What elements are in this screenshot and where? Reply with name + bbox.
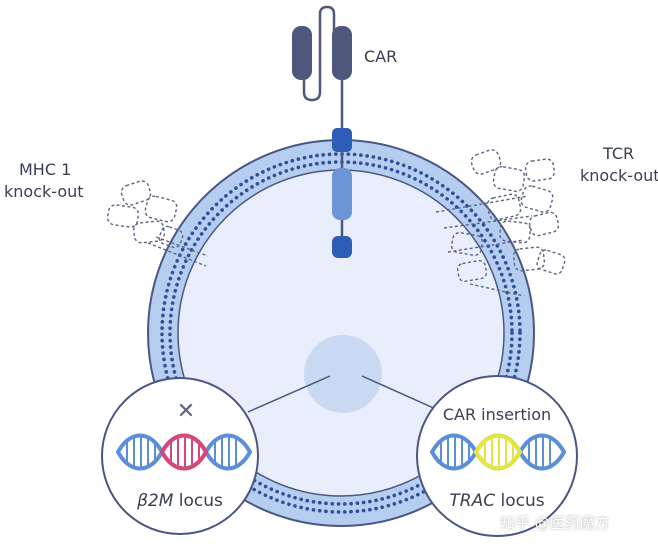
connector-trac xyxy=(361,375,439,411)
mhc-label-line1: MHC 1 xyxy=(19,160,72,179)
watermark: 知乎 @医药魔方 xyxy=(500,514,610,532)
car-transmembrane xyxy=(332,128,352,152)
b2m-locus-label: β2M locus xyxy=(136,491,223,511)
car-scfv-left xyxy=(292,26,312,80)
car-linker xyxy=(302,5,344,132)
trac-locus-callout: CAR insertion TRAC locus xyxy=(416,375,578,537)
dna-helix-icon xyxy=(116,433,252,471)
connector-b2m xyxy=(247,375,331,413)
mhc-label-line2: knock-out xyxy=(4,182,84,201)
car-receptor xyxy=(292,5,352,258)
tcr-label-line1: TCR xyxy=(603,144,635,163)
car-insertion-label: CAR insertion xyxy=(443,405,551,424)
trac-locus-label: TRAC locus xyxy=(449,491,544,511)
dna-helix-icon xyxy=(430,433,566,471)
tcr-label-line2: knock-out xyxy=(580,166,658,185)
car-signaling-domain xyxy=(332,236,352,258)
car-label: CAR xyxy=(364,47,398,66)
mhc-complex-icon xyxy=(106,180,209,267)
knockout-x-mark: ✕ xyxy=(177,399,195,424)
car-costim-domain xyxy=(332,168,352,220)
tcr-complex-icon xyxy=(435,149,566,297)
nucleus xyxy=(304,335,382,413)
car-scfv-right xyxy=(332,26,352,80)
b2m-locus-callout: ✕ β2M locus xyxy=(101,377,259,535)
